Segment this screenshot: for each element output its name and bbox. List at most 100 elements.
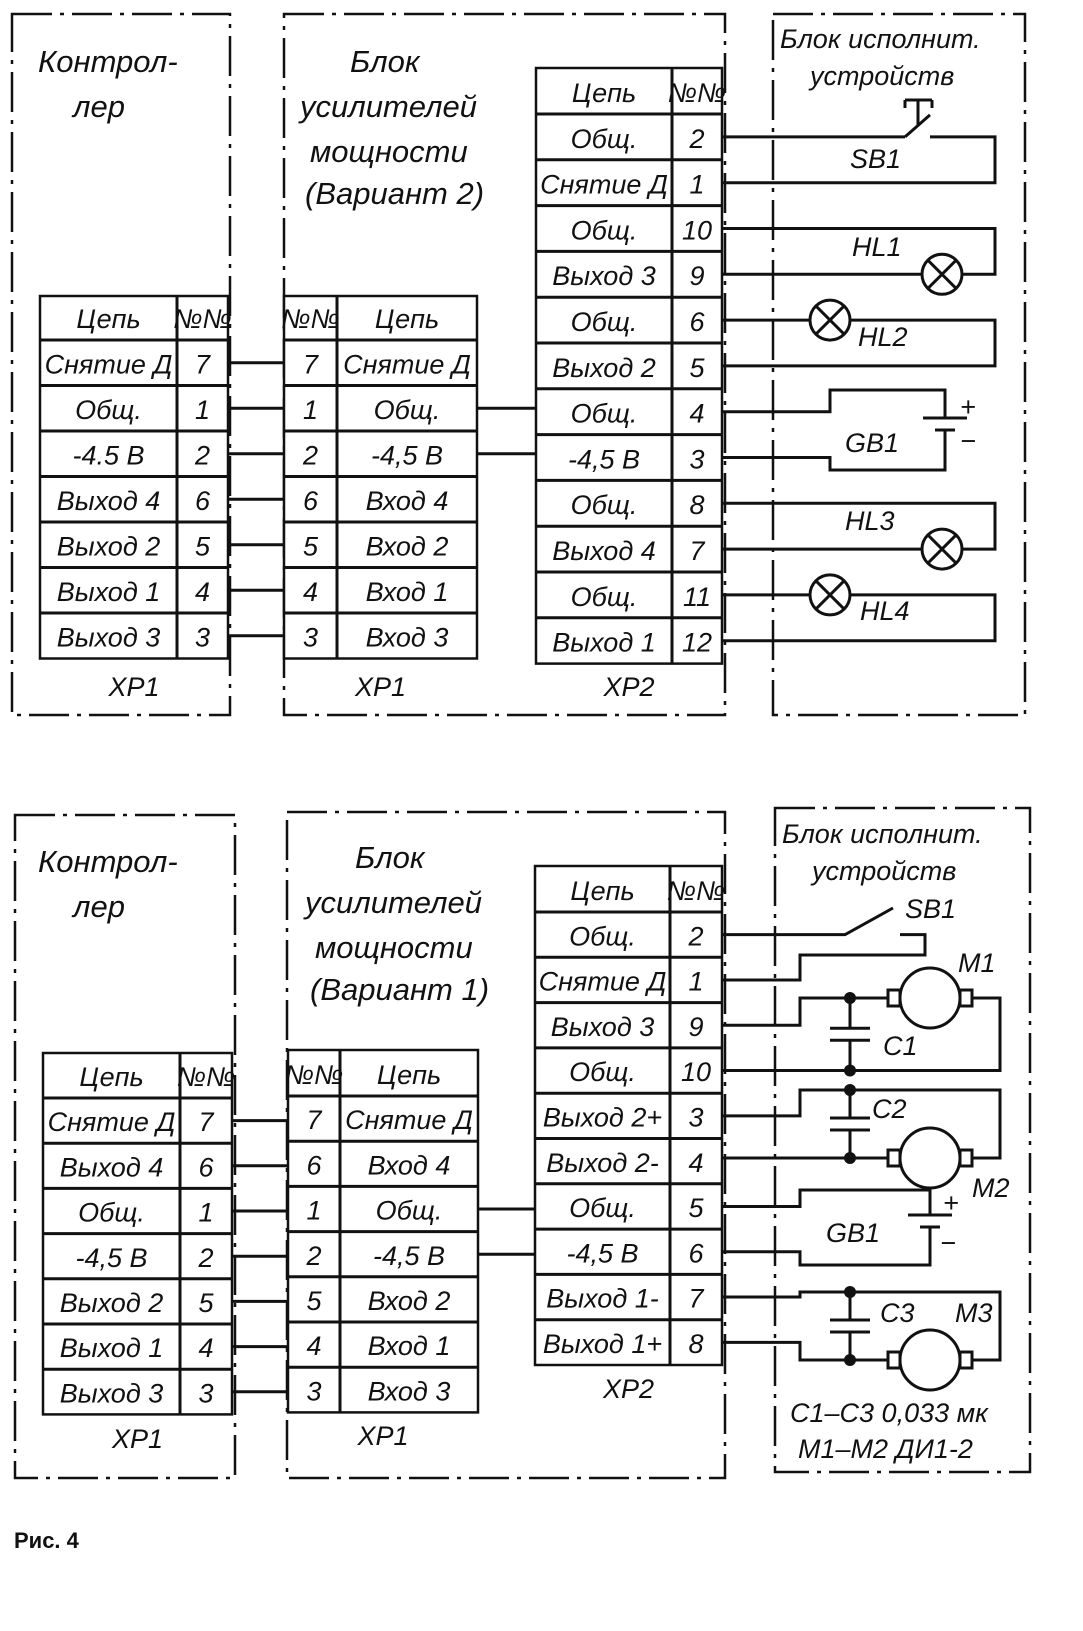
battery-plus: +	[960, 392, 976, 422]
cell-pin: 3	[195, 623, 210, 653]
cell-circuit: -4,5 В	[373, 1241, 445, 1271]
cell-circuit: Выход 1+	[543, 1329, 662, 1359]
cell-pin: 7	[303, 350, 319, 380]
cell-pin: 2	[197, 1243, 213, 1273]
cell-pin: 6	[198, 1152, 214, 1182]
cell-circuit: Снятие Д	[45, 350, 173, 380]
junction-dot	[844, 1286, 856, 1298]
gb1-label: GB1	[826, 1218, 880, 1248]
cell-circuit: Вход 1	[368, 1331, 451, 1361]
table-header: №№	[285, 1060, 343, 1090]
cell-pin: 7	[198, 1107, 214, 1137]
cell-circuit: Общ.	[571, 215, 638, 245]
capacitor-icon	[830, 998, 870, 1071]
cell-pin: 3	[688, 1103, 703, 1133]
executive-block	[773, 806, 1032, 1474]
table-row: Выход 2- 4	[546, 1148, 703, 1178]
connector-label: XP2	[602, 1374, 654, 1404]
lamp-cross	[926, 259, 958, 290]
battery-plus: +	[943, 1188, 959, 1218]
cell-circuit: Вход 2	[368, 1286, 451, 1316]
cell-pin: 2	[688, 124, 704, 154]
cell-pin: 6	[306, 1150, 322, 1180]
executive-block-title: устройств	[810, 856, 956, 886]
lamp-cross	[814, 305, 846, 336]
cell-circuit: Общ.	[376, 1196, 443, 1226]
cell-pin: 3	[306, 1376, 321, 1406]
table-row: Общ.1	[75, 395, 210, 425]
table-row: Общ.1	[78, 1198, 213, 1228]
cell-circuit: -4,5 В	[371, 441, 443, 471]
wire	[722, 388, 947, 472]
wire	[722, 227, 997, 276]
table-row: Общ.6	[571, 307, 706, 337]
cell-pin: 8	[689, 490, 704, 520]
hl3-label: HL3	[845, 506, 895, 536]
c2-label: C2	[872, 1094, 907, 1124]
motor-brush	[958, 988, 974, 1008]
lamp-icon	[808, 573, 852, 617]
cell-pin: 7	[689, 536, 705, 566]
m1-label: M1	[958, 948, 996, 978]
table-row: Выход 1-7	[546, 1284, 704, 1314]
motor-icon	[898, 1126, 962, 1190]
m3-label: M3	[955, 1298, 993, 1328]
cell-circuit: Общ.	[571, 582, 638, 612]
wire	[722, 593, 997, 643]
cell-pin: 7	[688, 1284, 704, 1314]
cell-pin: 4	[195, 577, 210, 607]
m2-label: M2	[972, 1173, 1010, 1203]
cell-pin: 10	[682, 215, 712, 245]
cell-pin: 4	[688, 1148, 703, 1178]
controller-block	[13, 813, 237, 1480]
cell-pin: 5	[198, 1288, 214, 1318]
cell-pin: 1	[195, 395, 210, 425]
amplifier-block-title: (Вариант 2)	[305, 176, 484, 211]
cell-pin: 9	[688, 1012, 703, 1042]
table-header: №№	[173, 304, 231, 334]
battery-minus: −	[960, 426, 976, 456]
cell-circuit: Вход 4	[366, 486, 449, 516]
capacitor-icon	[830, 1090, 870, 1158]
cell-pin: 3	[303, 623, 318, 653]
cell-pin: 6	[689, 307, 705, 337]
table-row: 2-4,5 В	[302, 441, 443, 471]
cell-pin: 5	[689, 353, 705, 383]
sb1-label: SB1	[850, 144, 901, 174]
cell-pin: 2	[305, 1241, 321, 1271]
table-header: Цепь	[570, 876, 634, 906]
cell-circuit: Снятие Д	[539, 967, 667, 997]
cell-circuit: Выход 2-	[546, 1148, 659, 1178]
amplifier-block-title: усилителей	[298, 89, 477, 124]
motor-icon	[898, 966, 962, 1030]
cell-circuit: Общ.	[571, 399, 638, 429]
junction-dot	[844, 992, 856, 1004]
lamp-cross	[926, 534, 958, 565]
wire	[722, 906, 927, 982]
figure-caption: Рис. 4	[14, 1528, 80, 1553]
cell-pin: 4	[689, 399, 704, 429]
executive-block-title: Блок исполнит.	[780, 24, 981, 54]
connector-label: XP1	[111, 1424, 163, 1454]
amplifier-block-title: усилителей	[303, 885, 482, 920]
amplifier-block-title: мощности	[315, 930, 473, 965]
cell-pin: 7	[306, 1105, 322, 1135]
cell-circuit: Вход 4	[368, 1150, 451, 1180]
